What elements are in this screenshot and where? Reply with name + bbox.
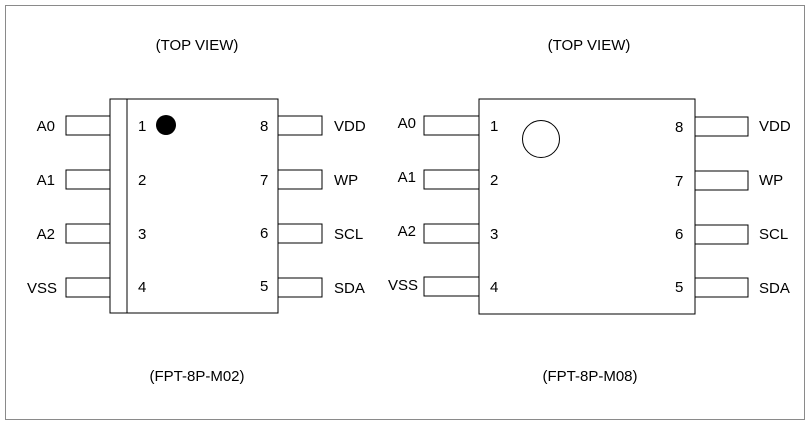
right-pin-lead-1 [423, 115, 480, 136]
right-pin-lead-2 [423, 169, 480, 190]
right-pin-number: 4 [490, 279, 498, 296]
left-pin-number: 3 [138, 226, 146, 243]
right-pin-number: 7 [675, 173, 683, 190]
left-signal-label: WP [334, 172, 358, 189]
left-pin-lead-8 [277, 115, 323, 136]
left-pin-lead-7 [277, 169, 323, 190]
right-pin-lead-5 [694, 277, 749, 298]
left-pin-number: 7 [260, 172, 268, 189]
left-pin-number: 2 [138, 172, 146, 189]
right-pin-number: 1 [490, 118, 498, 135]
right-pin1-circle-marker [522, 120, 560, 158]
left-pin-number: 5 [260, 278, 268, 295]
right-chip-body [478, 98, 696, 315]
left-signal-label: SDA [334, 280, 365, 297]
left-signal-label: A2 [37, 226, 55, 243]
right-pin-lead-3 [423, 223, 480, 244]
left-package: (TOP VIEW) A0 A1 A2 VSS VDD WP SCL SDA 1… [27, 37, 366, 385]
right-signal-label: SDA [759, 280, 790, 297]
left-pin-number: 1 [138, 118, 146, 135]
right-pin-number: 3 [490, 226, 498, 243]
left-pin-lead-1 [65, 115, 111, 136]
left-signal-label: VDD [334, 118, 366, 135]
right-signal-label: WP [759, 172, 783, 189]
right-pin-lead-7 [694, 170, 749, 191]
right-pin-number: 6 [675, 226, 683, 243]
right-pin-number: 2 [490, 172, 498, 189]
left-pin-number: 8 [260, 118, 268, 135]
left-pin-lead-5 [277, 277, 323, 298]
left-signal-label: VSS [27, 280, 57, 297]
right-signal-label: A2 [398, 223, 416, 240]
right-signal-label: VSS [388, 277, 418, 294]
left-pin-lead-2 [65, 169, 111, 190]
left-package-code: (FPT-8P-M02) [149, 368, 244, 385]
left-pin-lead-6 [277, 223, 323, 244]
left-pin1-dot-marker [156, 115, 176, 135]
right-pin-lead-8 [694, 116, 749, 137]
left-pin-number: 4 [138, 279, 146, 296]
left-heading: (TOP VIEW) [156, 37, 239, 54]
right-pin-number: 5 [675, 279, 683, 296]
right-package-code: (FPT-8P-M08) [542, 368, 637, 385]
left-pin-lead-3 [65, 223, 111, 244]
right-heading: (TOP VIEW) [548, 37, 631, 54]
left-chip-body [109, 98, 279, 314]
left-pin-number: 6 [260, 225, 268, 242]
right-pin-number: 8 [675, 119, 683, 136]
right-pin-lead-6 [694, 224, 749, 245]
left-pin-lead-4 [65, 277, 111, 298]
left-signal-label: A0 [37, 118, 55, 135]
right-signal-label: SCL [759, 226, 788, 243]
right-pin-lead-4 [423, 276, 480, 297]
right-signal-label: VDD [759, 118, 791, 135]
right-signal-label: A1 [398, 169, 416, 186]
right-signal-label: A0 [398, 115, 416, 132]
left-signal-label: A1 [37, 172, 55, 189]
left-signal-label: SCL [334, 226, 363, 243]
right-package: (TOP VIEW) A0 A1 A2 VSS VDD WP SCL SDA 1… [388, 37, 791, 385]
